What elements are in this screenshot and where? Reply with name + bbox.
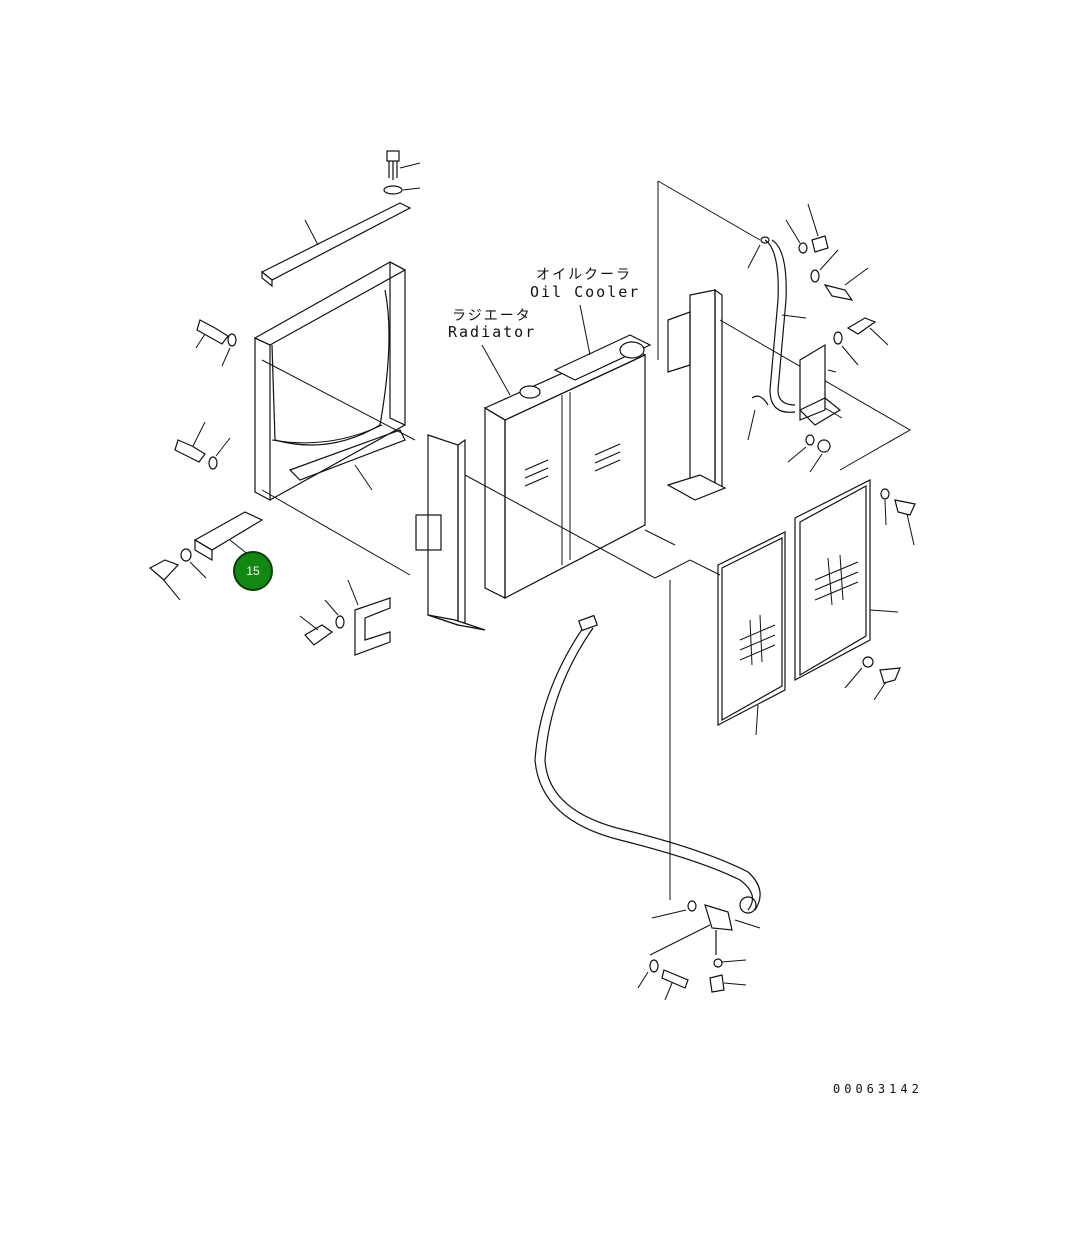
- lower-left-washer: [180, 548, 207, 579]
- screen-right: [794, 479, 899, 681]
- part-callout-15[interactable]: 15: [233, 551, 273, 591]
- clamp-washer: [324, 599, 345, 629]
- radiator-core: [481, 304, 652, 599]
- side-panel: [666, 288, 727, 501]
- guide-lines: [464, 180, 912, 956]
- right-bracket-plate: [798, 343, 843, 426]
- u-clamp: [347, 579, 391, 656]
- top-washer: [383, 185, 421, 195]
- radiator-label-jp: ラジエータ: [452, 308, 532, 324]
- left-bolt-2: [174, 421, 206, 463]
- hose: [534, 614, 761, 911]
- left-washer-1: [221, 333, 237, 367]
- left-washer-2: [208, 437, 231, 470]
- lower-left-bracket: [193, 511, 264, 562]
- top-bolt: [386, 150, 421, 180]
- wing-nuts: [844, 488, 916, 701]
- screen-left: [717, 531, 786, 736]
- left-bolt-1: [195, 319, 229, 349]
- drawing-number: 00063142: [833, 1082, 923, 1096]
- radiator-label-en: Radiator: [448, 323, 537, 341]
- fan-shroud: [253, 261, 416, 576]
- clamp-bolt: [299, 615, 334, 646]
- right-fasteners: [785, 203, 889, 473]
- oil-cooler-label-jp: オイルクーラ: [536, 267, 632, 283]
- center-stand: [415, 434, 486, 631]
- oil-cooler-pipe: [747, 236, 807, 441]
- bottom-fitting: [637, 896, 761, 1001]
- lower-left-bolt: [148, 559, 181, 601]
- upper-bracket-bar: [260, 202, 412, 288]
- oil-cooler-label-en: Oil Cooler: [530, 283, 641, 301]
